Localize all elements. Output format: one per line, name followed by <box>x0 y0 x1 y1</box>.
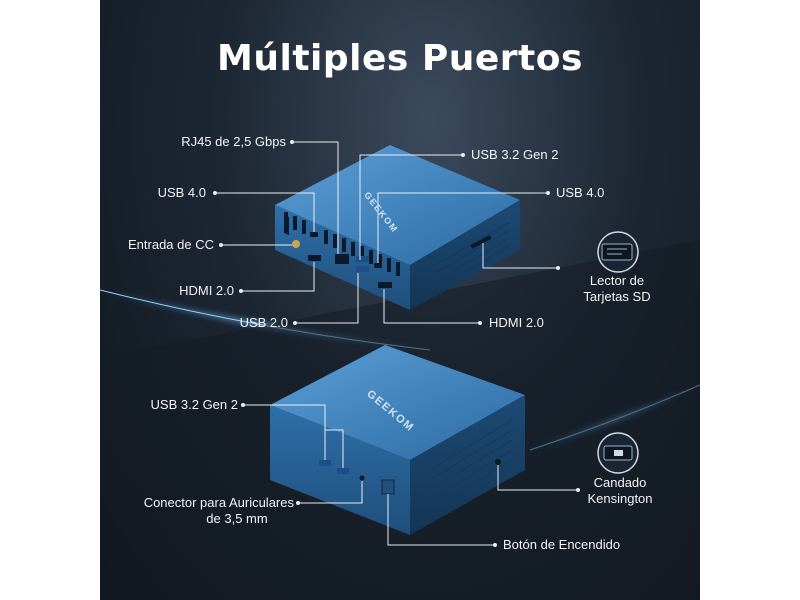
mini-pc-rear <box>275 145 520 310</box>
label-hdmi-left: HDMI 2.0 <box>179 283 234 298</box>
label-kensington-line1: Candado <box>593 475 647 490</box>
label-usb40-left: USB 4.0 <box>157 185 206 200</box>
page-title: Múltiples Puertos <box>217 38 583 79</box>
label-usb32-top: USB 3.2 Gen 2 <box>471 147 559 162</box>
label-hdmi-right: HDMI 2.0 <box>489 315 544 330</box>
label-sd-reader-line1: Lector de <box>589 273 645 288</box>
kensington-lock-icon <box>597 432 639 474</box>
device-illustration <box>100 140 700 600</box>
label-usb20: USB 2.0 <box>239 315 288 330</box>
label-kensington-line2: Kensington <box>587 491 653 506</box>
mini-pc-front <box>270 345 525 535</box>
label-headphone-line2: de 3,5 mm <box>206 511 268 526</box>
sd-card-icon <box>597 231 639 273</box>
label-rj45: RJ45 de 2,5 Gbps <box>181 134 286 149</box>
label-usb32-front: USB 3.2 Gen 2 <box>150 397 238 412</box>
label-usb40-right: USB 4.0 <box>556 185 605 200</box>
leader-lines <box>213 140 580 547</box>
label-headphone-line1: Conector para Auriculares <box>143 495 294 510</box>
label-dc-in: Entrada de CC <box>128 237 214 252</box>
label-sd-reader-line2: Tarjetas SD <box>583 289 651 304</box>
label-power-button: Botón de Encendido <box>503 537 621 552</box>
product-infographic: Múltiples Puertos GEEKOM GEEKOM RJ45 de … <box>100 0 700 600</box>
